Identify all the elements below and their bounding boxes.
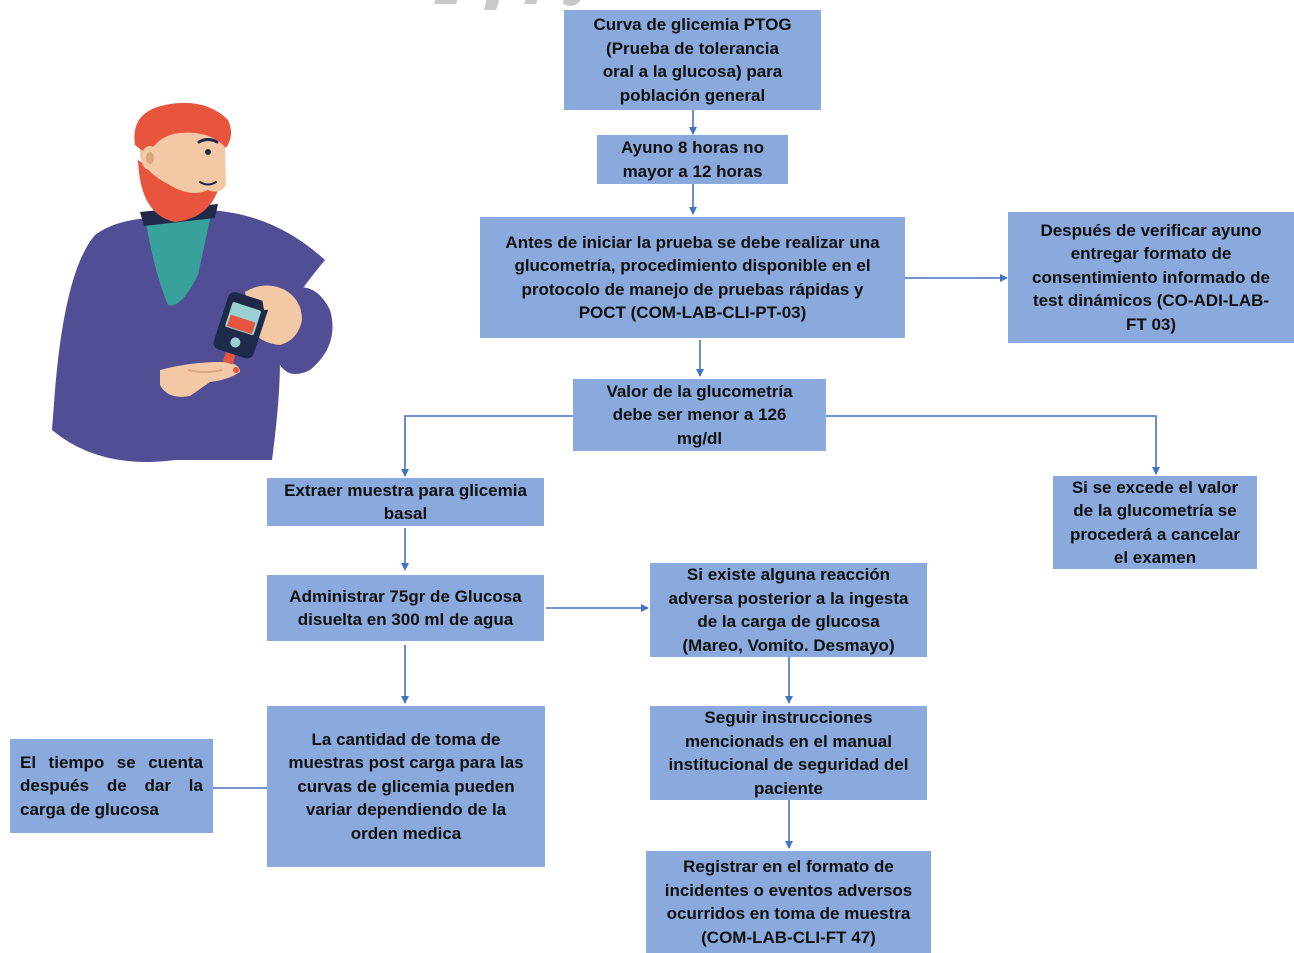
glucometry-value-box: Valor de la glucometría debe ser menor a… <box>573 379 826 451</box>
time-note-box: El tiempo se cuenta después de dar la ca… <box>10 739 213 833</box>
register-incidents-box: Registrar en el formato de incidentes o … <box>646 851 931 953</box>
glucometry-box: Antes de iniciar la prueba se debe reali… <box>480 217 905 338</box>
administer-glucose-box: Administrar 75gr de Glucosa disuelta en … <box>267 575 544 641</box>
consent-box: Después de verificar ayuno entregar form… <box>1008 212 1294 343</box>
basal-sample-box: Extraer muestra para glicemia basal <box>267 478 544 526</box>
cancel-exam-box: Si se excede el valor de la glucometría … <box>1053 476 1257 569</box>
sample-quantity-box: La cantidad de toma de muestras post car… <box>267 706 545 867</box>
glucometer-icon <box>213 292 269 365</box>
fasting-box: Ayuno 8 horas no mayor a 12 horas <box>597 135 788 184</box>
arrow-value-to-basal <box>401 415 573 477</box>
follow-instructions-box: Seguir instrucciones mencionads en el ma… <box>650 706 927 800</box>
inner-shirt <box>145 210 212 306</box>
watermark-fragment <box>434 0 581 10</box>
blood-drop <box>233 367 239 373</box>
eye <box>205 149 211 155</box>
man-with-glucometer-illustration <box>52 102 333 462</box>
title-box: Curva de glicemia PTOG (Prueba de tolera… <box>564 10 821 110</box>
hair <box>134 102 232 155</box>
arrow-value-to-cancel <box>826 415 1160 475</box>
sweater-shape <box>52 210 325 462</box>
adverse-reaction-box: Si existe alguna reacción adversa poster… <box>650 563 927 657</box>
